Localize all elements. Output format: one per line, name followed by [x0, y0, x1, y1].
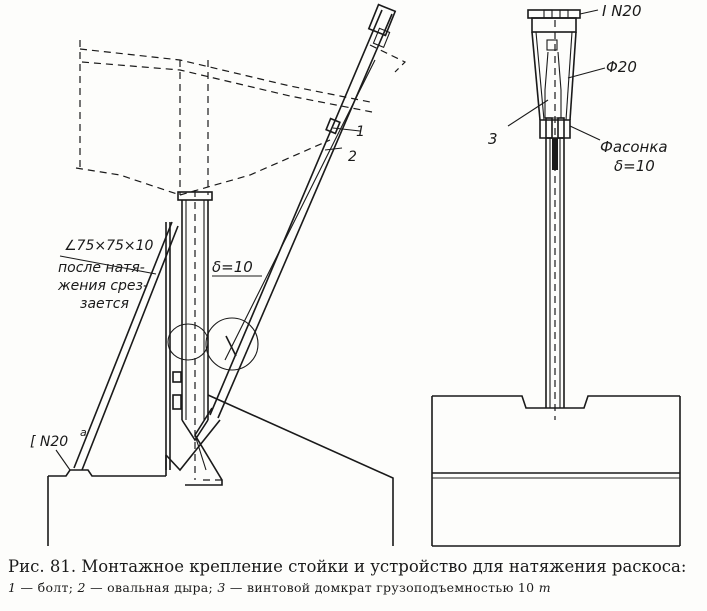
legend-2-text: — овальная дыра;: [90, 580, 214, 595]
ibeam-head: [527, 9, 599, 33]
legend-1-number: 1: [8, 580, 17, 595]
angle-note-line-2: после натя-: [58, 260, 145, 276]
figure-caption: Рис. 81. Монтажное крепление стойки и ус…: [8, 556, 703, 598]
caption-title: Рис. 81. Монтажное крепление стойки и ус…: [8, 557, 687, 576]
legend-3-number: 3: [217, 580, 226, 595]
gusset-label: Фасонка: [600, 138, 668, 156]
gusset-thickness-label: δ=10: [614, 157, 655, 175]
legend-2-number: 2: [77, 580, 86, 595]
angle-profile-label: ∠75×75×10: [64, 238, 154, 254]
angle-note-line-4: зается: [80, 296, 129, 312]
legend-3-text: — винтовой домкрат грузоподъемностью 10: [229, 580, 535, 595]
rod-diameter-label: Φ20: [606, 58, 637, 76]
plate-thickness-label: δ=10: [212, 258, 253, 276]
right-view: I N20 Φ20 3 Фасонка δ=10: [431, 2, 681, 547]
vertical-post: [165, 190, 213, 480]
right-foundation: [431, 395, 681, 547]
gusset-and-rod: [507, 20, 601, 420]
left-view: ∠75×75×10 после натя- жения срез- зается…: [30, 3, 407, 546]
legend-1-text: — болт;: [20, 580, 74, 595]
legend-unit: т: [538, 580, 551, 595]
jack-housing: [531, 31, 606, 121]
caption-legend: 1 — болт; 2 — овальная дыра; 3 — винтово…: [8, 578, 703, 598]
callout-2-label: 2: [348, 149, 357, 165]
callout-1-label: 1: [356, 124, 365, 140]
channel-superscript: a: [80, 426, 87, 439]
ibeam-label: I N20: [602, 2, 642, 20]
detail-circles: [167, 317, 259, 371]
callout-3-label: 3: [488, 130, 498, 148]
tension-brace: [209, 3, 397, 419]
left-foundation: [47, 394, 394, 546]
channel-label: [ N20: [30, 434, 68, 450]
temporary-angle-brace: [59, 221, 179, 471]
angle-note-line-3: жения срез-: [57, 278, 148, 294]
truss-dashed-lines: [75, 40, 407, 196]
